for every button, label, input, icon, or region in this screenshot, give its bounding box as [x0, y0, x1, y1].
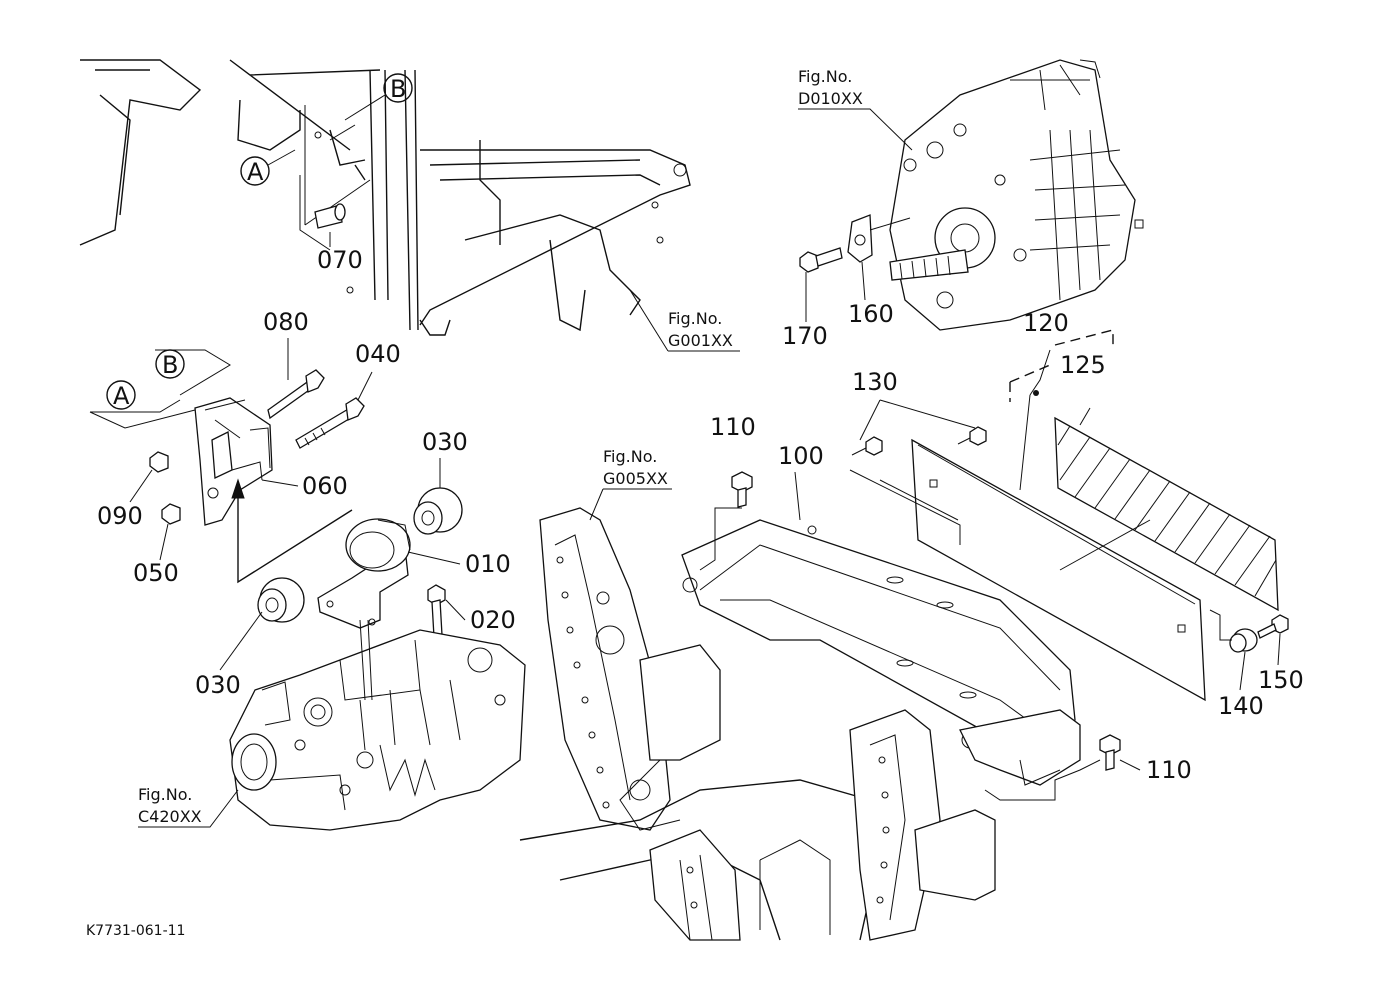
callout-050: 050: [133, 559, 179, 587]
svg-text:Fig.No.: Fig.No.: [668, 309, 722, 328]
callout-110-lower: 110: [1146, 756, 1192, 784]
gearbox-assembly: [229, 619, 526, 831]
transmission-assembly: [889, 59, 1144, 331]
nut-050: [161, 503, 181, 525]
callout-150: 150: [1258, 666, 1304, 694]
connector-b-left: B: [155, 349, 231, 396]
callout-130: 130: [852, 368, 898, 396]
nut-090: [149, 451, 169, 473]
callout-010: 010: [465, 550, 511, 578]
svg-text:G001XX: G001XX: [668, 331, 733, 350]
fig-ref-g005: Fig.No. G005XX: [589, 447, 672, 521]
callout-030-bottom: 030: [195, 671, 241, 699]
callout-100: 100: [778, 442, 824, 470]
svg-text:A: A: [247, 158, 264, 186]
callout-160: 160: [848, 300, 894, 328]
svg-text:Fig.No.: Fig.No.: [603, 447, 657, 466]
svg-text:B: B: [162, 351, 178, 379]
bolt-080: [267, 369, 325, 420]
image-code: K7731-061-11: [86, 923, 185, 939]
callout-060: 060: [302, 472, 348, 500]
callout-020: 020: [470, 606, 516, 634]
bolt-110-upper: [731, 471, 753, 508]
connector-b-top: B: [344, 73, 413, 121]
connector-a-left: A: [89, 380, 196, 429]
bushing-030-lower: [257, 577, 305, 623]
center-frame: [519, 507, 996, 941]
fig-ref-c420: Fig.No. C420XX: [138, 785, 239, 828]
callout-040: 040: [355, 340, 401, 368]
bolt-020: [427, 584, 446, 638]
callout-120: 120: [1023, 309, 1069, 337]
callout-110-upper: 110: [710, 413, 756, 441]
spacer-070: [314, 203, 346, 229]
cover-120: [911, 438, 1206, 702]
svg-text:G005XX: G005XX: [603, 469, 668, 488]
svg-text:D010XX: D010XX: [798, 89, 863, 108]
callout-080: 080: [263, 308, 309, 336]
svg-text:A: A: [113, 382, 130, 410]
callout-090: 090: [97, 502, 143, 530]
mount-010: [317, 518, 411, 629]
fig-ref-g001: Fig.No. G001XX: [629, 289, 740, 352]
bolt-130-left: [851, 436, 883, 456]
svg-text:Fig.No.: Fig.No.: [138, 785, 192, 804]
svg-text:B: B: [390, 75, 406, 103]
label-125: [1054, 416, 1279, 612]
bolt-110-lower: [1099, 734, 1121, 771]
bolt-150: [1257, 614, 1289, 639]
main-frame-top: [79, 59, 691, 336]
guard-100: [681, 519, 1081, 786]
callout-140: 140: [1218, 692, 1264, 720]
connector-a-top: A: [240, 149, 296, 186]
bolt-170: [799, 247, 843, 273]
callout-125: 125: [1060, 351, 1106, 379]
spacer-140: [1229, 628, 1258, 653]
fig-ref-d010: Fig.No. D010XX: [798, 67, 913, 151]
bolt-130-right: [957, 426, 987, 446]
callout-170: 170: [782, 322, 828, 350]
callout-070: 070: [317, 246, 363, 274]
svg-text:C420XX: C420XX: [138, 807, 202, 826]
bracket-060: [194, 397, 353, 584]
bracket-160: [847, 214, 911, 263]
bolt-040: [295, 397, 365, 449]
callout-030-top: 030: [422, 428, 468, 456]
bushing-030-upper: [413, 487, 463, 535]
svg-text:Fig.No.: Fig.No.: [798, 67, 852, 86]
